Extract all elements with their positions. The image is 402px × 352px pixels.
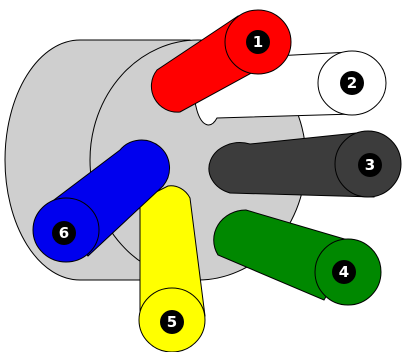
wire-1-label: 1 — [253, 33, 263, 51]
wire-4: 4 — [214, 210, 381, 305]
wire-3-label: 3 — [365, 156, 375, 174]
wire-6-label: 6 — [59, 224, 69, 242]
wire-5-label: 5 — [167, 313, 177, 331]
wire-4-label: 4 — [339, 263, 349, 281]
wire-2-label: 2 — [347, 74, 357, 92]
